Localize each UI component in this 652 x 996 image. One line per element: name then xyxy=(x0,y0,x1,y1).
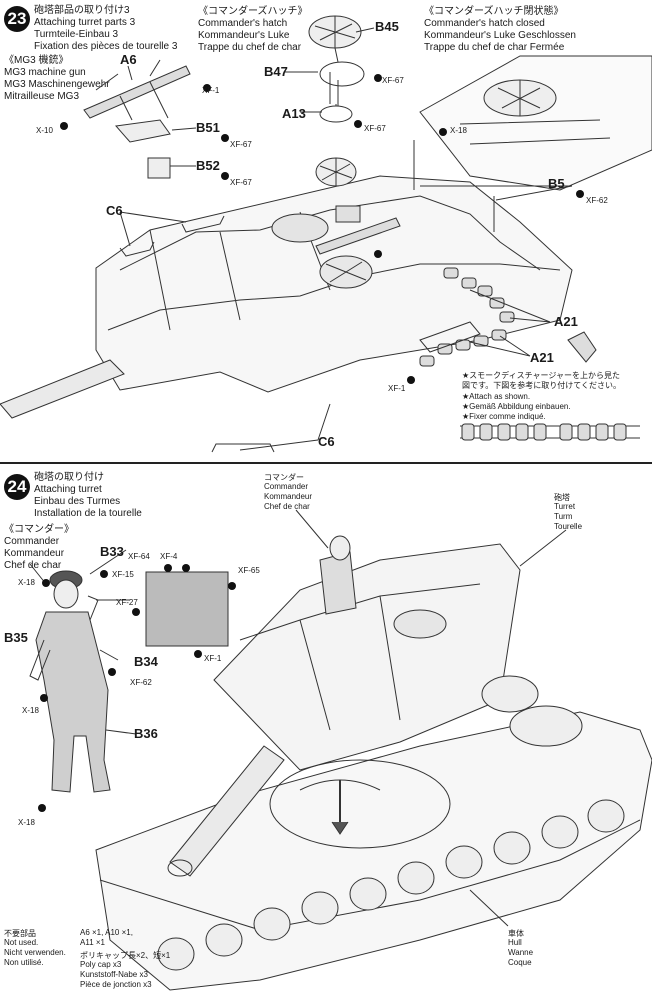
commander-heading-jp: 《コマンダー》 xyxy=(4,524,74,535)
commander-heading-fr: Chef de char xyxy=(4,560,62,571)
part-label-b35: B35 xyxy=(4,630,28,645)
paint-code: XF-1 xyxy=(202,86,220,95)
unused-en: Not used. xyxy=(4,938,39,947)
part-label-a13: A13 xyxy=(282,106,306,121)
step-title-en: Attaching turret xyxy=(34,484,102,495)
polycap-jp: ポリキャップ長×2、短×1 xyxy=(80,951,171,960)
note-fr: ★Fixer comme indiqué. xyxy=(462,412,546,421)
paint-code: XF-15 xyxy=(112,570,134,579)
part-label-a6: A6 xyxy=(120,52,137,67)
paint-code: XF-4 xyxy=(160,552,178,561)
commander-heading-en: Commander xyxy=(4,536,60,547)
part-label-b33: B33 xyxy=(100,544,124,559)
step-number: 23 xyxy=(7,9,27,28)
commander-label-fr: Chef de char xyxy=(264,502,310,511)
paint-code: XF-62 xyxy=(130,678,152,687)
turret-label-de: Turm xyxy=(554,512,573,521)
part-label-b34: B34 xyxy=(134,654,158,669)
paint-code: XF-1 xyxy=(388,384,406,393)
hull-label-de: Wanne xyxy=(508,948,534,957)
paint-code: X-18 xyxy=(18,578,35,587)
unused-de: Nicht verwenden. xyxy=(4,948,66,957)
mg3-heading-fr: Mitrailleuse MG3 xyxy=(4,91,80,102)
paint-code: XF-62 xyxy=(586,196,608,205)
unused-jp: 不要部品 xyxy=(4,929,36,938)
turret-label-fr: Tourelle xyxy=(554,522,583,531)
paint-code: XF-67 xyxy=(230,178,252,187)
paint-code: XF-64 xyxy=(128,552,150,561)
commander-heading-de: Kommandeur xyxy=(4,548,65,559)
hull-label-fr: Coque xyxy=(508,958,532,967)
part-label-c6-top: C6 xyxy=(106,203,123,218)
note-en: ★Attach as shown. xyxy=(462,392,531,401)
part-label-a21-1: A21 xyxy=(554,314,578,329)
paint-code: XF-67 xyxy=(230,140,252,149)
polycap-de: Kunststoff-Nabe x3 xyxy=(80,970,148,979)
step-title-jp: 砲塔部品の取り付け3 xyxy=(34,5,130,16)
turret-label-jp: 砲塔 xyxy=(554,493,570,502)
step-number-badge: 24 xyxy=(4,474,30,500)
hatch-closed-heading-de: Kommandeur's Luke Geschlossen xyxy=(424,30,576,41)
step-title-fr: Installation de la tourelle xyxy=(34,508,142,519)
step-title-en: Attaching turret parts 3 xyxy=(34,17,136,28)
mg3-heading-de: MG3 Maschinengewehr xyxy=(4,79,110,90)
step-divider xyxy=(0,462,652,464)
paint-code: XF-1 xyxy=(204,654,222,663)
part-label-b52: B52 xyxy=(196,158,220,173)
part-label-b5: B5 xyxy=(548,176,565,191)
polycap-en: Poly cap x3 xyxy=(80,960,122,969)
mg3-heading-en: MG3 machine gun xyxy=(4,67,86,78)
paint-code: XF-67 xyxy=(364,124,386,133)
step-number: 24 xyxy=(7,477,27,496)
hull-label-en: Hull xyxy=(508,938,522,947)
paint-code: X-18 xyxy=(22,706,39,715)
hatch-heading-en: Commander's hatch xyxy=(198,18,288,29)
commander-label-jp: コマンダー xyxy=(264,473,304,482)
turret-label-en: Turret xyxy=(554,502,576,511)
note-de: ★Gemäß Abbildung einbauen. xyxy=(462,402,571,411)
hatch-heading-jp: 《コマンダーズハッチ》 xyxy=(198,6,308,17)
hatch-closed-heading-jp: 《コマンダーズハッチ閉状態》 xyxy=(424,6,564,17)
hatch-heading-de: Kommandeur's Luke xyxy=(198,30,290,41)
step-title-jp: 砲塔の取り付け xyxy=(34,472,104,483)
part-label-b51: B51 xyxy=(196,120,220,135)
paint-code: XF-65 xyxy=(238,566,260,575)
mg3-heading-jp: 《MG3 機銃》 xyxy=(4,55,69,66)
paint-code: X-10 xyxy=(36,126,53,135)
part-label-b47: B47 xyxy=(264,64,288,79)
hull-label-jp: 車体 xyxy=(508,929,524,938)
step-title-fr: Fixation des pièces de tourelle 3 xyxy=(34,41,178,52)
polycap-fr: Pièce de jonction x3 xyxy=(80,980,152,989)
paint-code: X-18 xyxy=(18,818,35,827)
part-label-a21-2: A21 xyxy=(530,350,554,365)
part-label-b36: B36 xyxy=(134,726,158,741)
commander-label-de: Kommandeur xyxy=(264,492,313,501)
paint-code: XF-27 xyxy=(116,598,138,607)
unused-list-2: A11 ×1 xyxy=(80,938,105,947)
note-jp-1: ★スモークディスチャージャーを上から見た xyxy=(462,371,620,380)
hatch-closed-heading-en: Commander's hatch closed xyxy=(424,18,545,29)
step-number-badge: 23 xyxy=(4,6,30,32)
step-title-de: Einbau des Turmes xyxy=(34,496,121,507)
part-label-b45: B45 xyxy=(375,19,399,34)
commander-label-en: Commander xyxy=(264,482,309,491)
hatch-closed-heading-fr: Trappe du chef de char Fermée xyxy=(424,42,565,53)
unused-list-1: A6 ×1, A10 ×1, xyxy=(80,928,133,937)
part-label-c6-bottom: C6 xyxy=(318,434,335,449)
unused-fr: Non utilisé. xyxy=(4,958,44,967)
paint-code: XF-67 xyxy=(382,76,404,85)
hatch-heading-fr: Trappe du chef de char xyxy=(198,42,302,53)
note-jp-2: 図です。下図を参考に取り付けてください。 xyxy=(462,381,621,390)
paint-code: X-18 xyxy=(450,126,467,135)
step-title-de: Turmteile-Einbau 3 xyxy=(34,29,119,40)
